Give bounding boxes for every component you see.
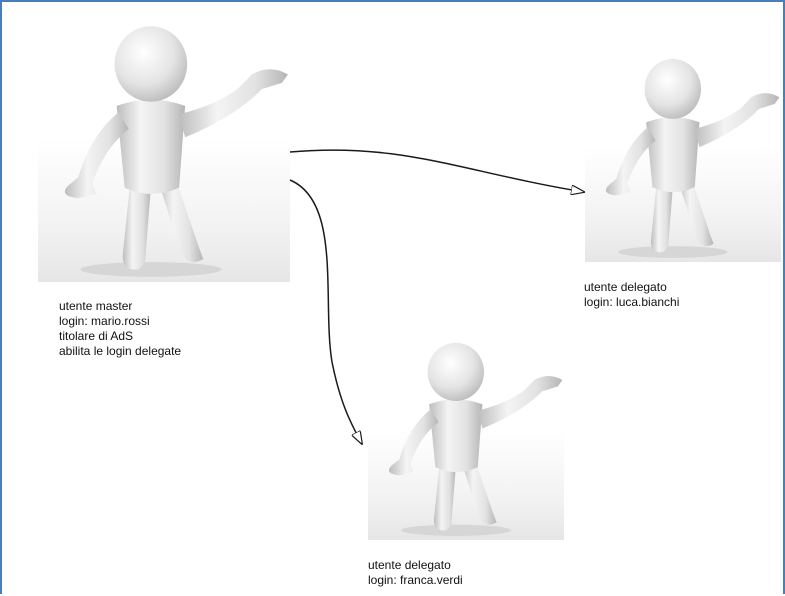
delegate-2-caption: utente delegato login: franca.verdi <box>368 558 463 588</box>
master-action: abilita le login delegate <box>59 344 181 359</box>
delegate-1-caption: utente delegato login: luca.bianchi <box>584 280 679 310</box>
master-caption: utente master login: mario.rossi titolar… <box>59 299 181 359</box>
delegate-1-role: utente delegato <box>584 280 679 295</box>
delegate-1-login: login: luca.bianchi <box>584 295 679 310</box>
arrow-to-delegate-2 <box>290 180 362 444</box>
master-role: utente master <box>59 299 181 314</box>
arrow-to-delegate-1 <box>290 150 584 192</box>
master-title: titolare di AdS <box>59 329 181 344</box>
delegate-2-login: login: franca.verdi <box>368 573 463 588</box>
delegate-2-role: utente delegato <box>368 558 463 573</box>
master-login: login: mario.rossi <box>59 314 181 329</box>
